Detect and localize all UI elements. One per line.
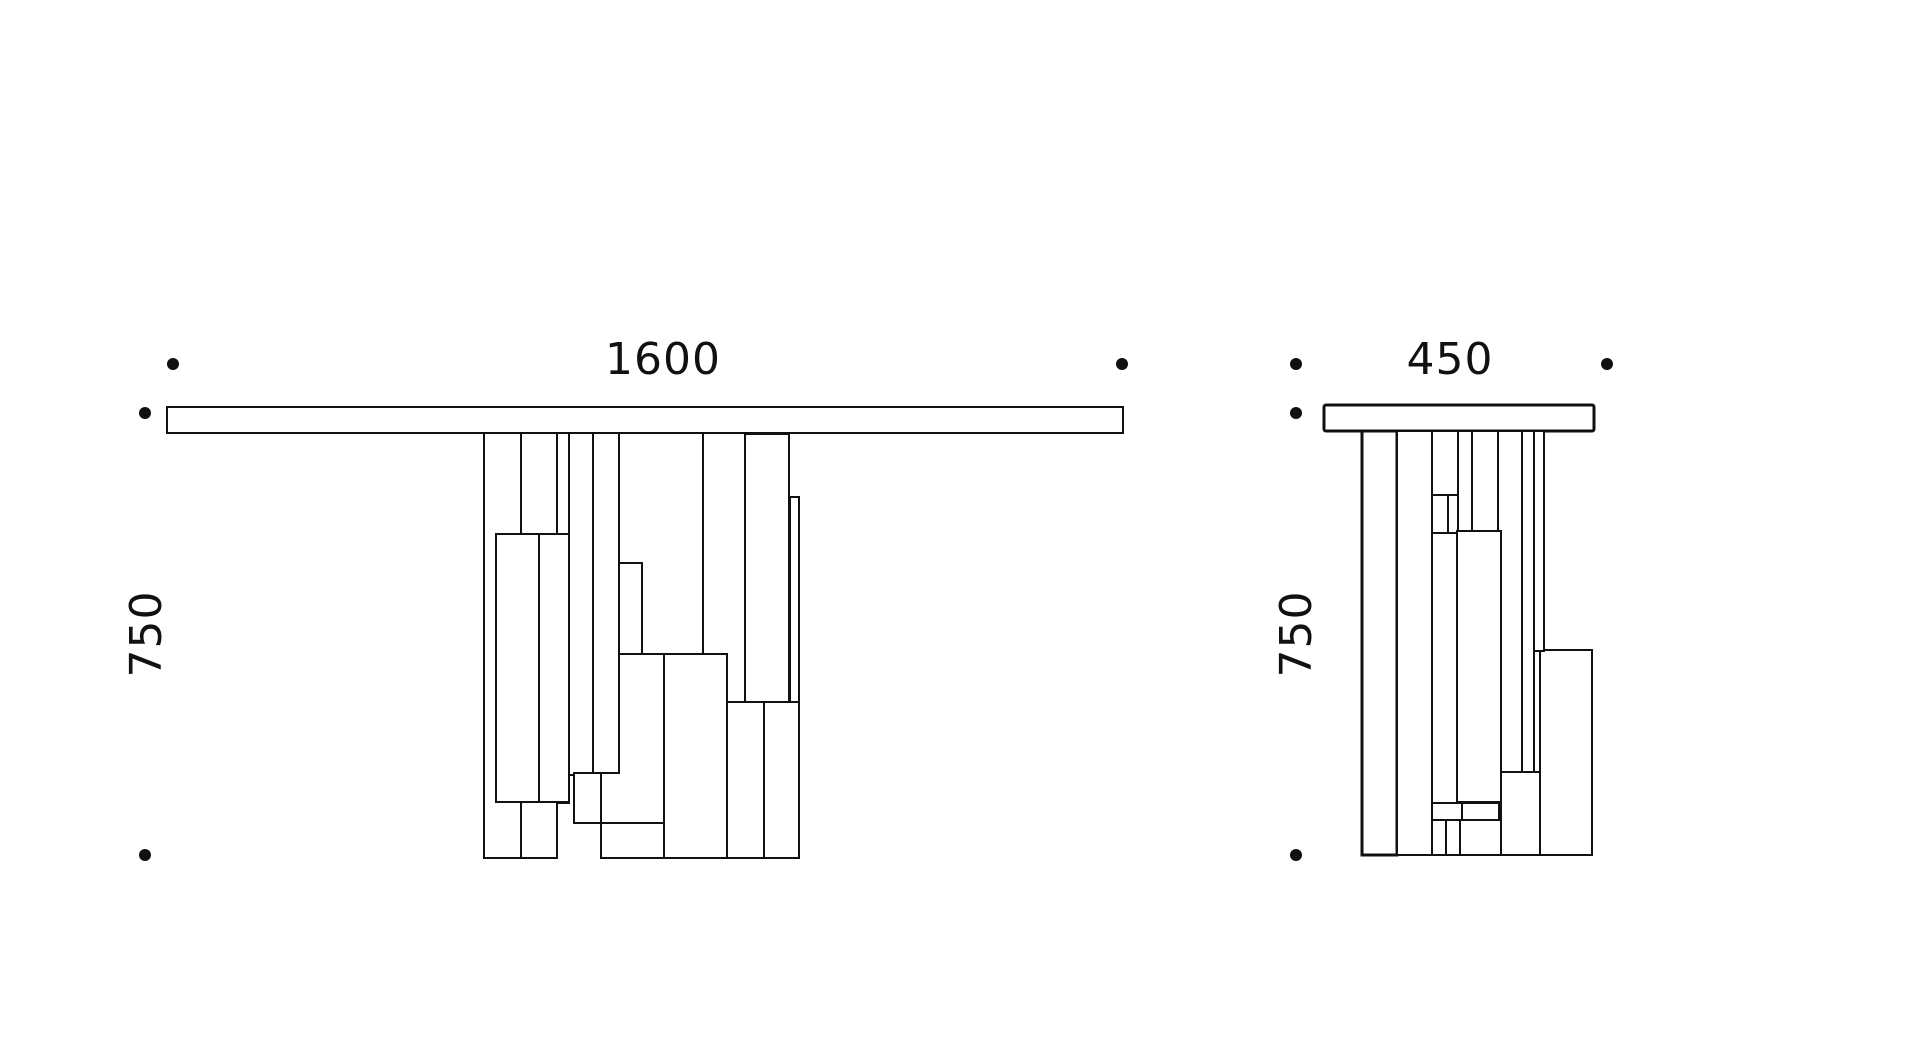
front-block	[600, 822, 665, 859]
front-width-marker-left	[167, 358, 179, 370]
front-block	[618, 432, 704, 655]
front-block	[763, 701, 800, 859]
side-width-label: 450	[1407, 334, 1494, 385]
side-block	[1456, 530, 1502, 803]
side-block	[1461, 802, 1500, 821]
side-view: 450 750	[1271, 334, 1613, 861]
side-width-marker-right	[1601, 358, 1613, 370]
side-height-marker-bottom	[1290, 849, 1302, 861]
front-height-label: 750	[121, 591, 172, 678]
front-height-marker-top	[139, 407, 151, 419]
front-width-label: 1600	[605, 334, 721, 385]
side-block	[1445, 819, 1461, 856]
side-block	[1396, 430, 1433, 856]
side-block	[1431, 430, 1459, 496]
front-block	[495, 533, 540, 803]
side-height-label: 750	[1271, 591, 1322, 678]
side-block	[1360, 429, 1399, 857]
front-height-marker-bottom	[139, 849, 151, 861]
side-pedestal	[1360, 429, 1593, 857]
front-block	[618, 562, 643, 655]
front-block	[726, 701, 765, 859]
front-block	[568, 432, 594, 776]
front-width-marker-right	[1116, 358, 1128, 370]
side-block	[1431, 494, 1449, 534]
side-block	[1539, 649, 1593, 856]
front-block	[573, 772, 602, 824]
side-block	[1521, 430, 1535, 773]
side-block	[1457, 430, 1473, 534]
side-table-top	[1322, 403, 1596, 433]
side-block	[1431, 802, 1463, 821]
front-view: 1600 750	[121, 334, 1128, 861]
front-block	[744, 433, 790, 703]
front-block	[592, 432, 620, 774]
front-block	[663, 653, 728, 859]
side-height-marker-top	[1290, 407, 1302, 419]
side-block	[1431, 819, 1447, 856]
side-block	[1500, 771, 1541, 856]
side-block	[1533, 430, 1545, 652]
front-table-top	[166, 406, 1124, 434]
front-pedestal	[483, 432, 800, 859]
side-width-marker-left	[1290, 358, 1302, 370]
side-block	[1431, 532, 1458, 804]
front-block	[538, 533, 570, 803]
